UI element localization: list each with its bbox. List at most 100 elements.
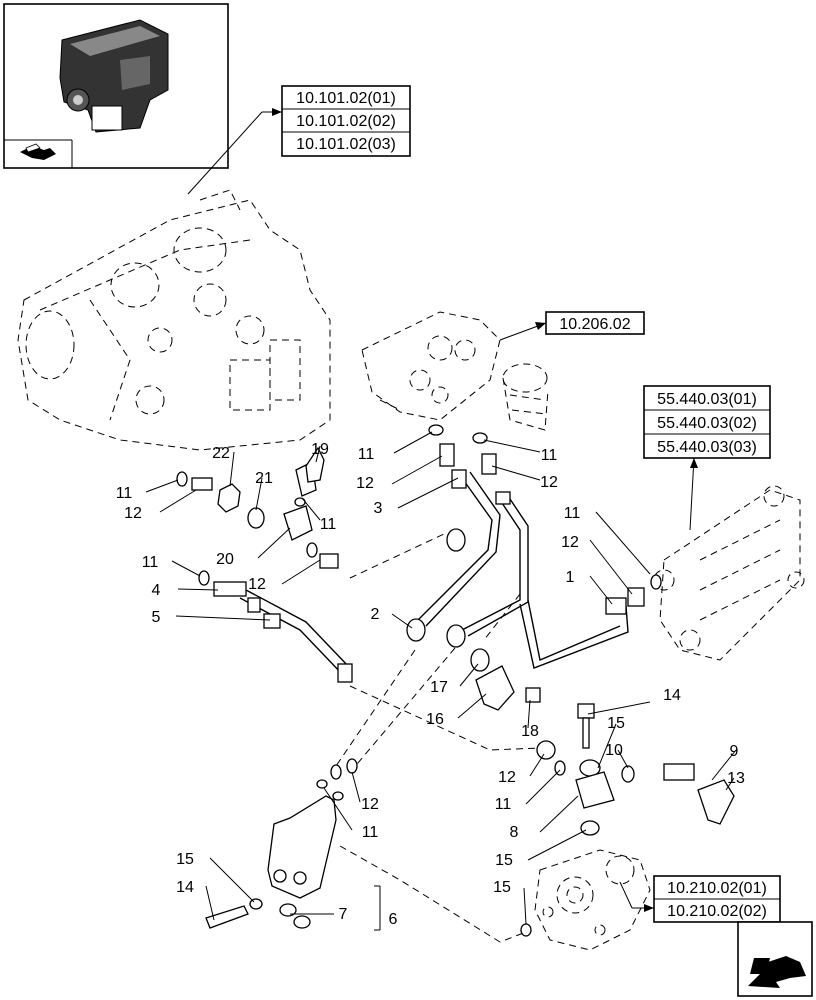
callout-17: 17 (430, 679, 448, 696)
ref-engine-block-2[interactable]: 10.101.02(02) (296, 113, 396, 130)
callout-12: 12 (356, 475, 374, 492)
bracket-6-7 (374, 885, 381, 931)
leader-line-11 (301, 497, 321, 521)
leader-line-11 (525, 769, 561, 805)
leader-line-14 (587, 701, 651, 715)
ref-exchanger-1[interactable]: 55.440.03(01) (657, 391, 757, 408)
leader-line-12 (159, 489, 197, 513)
callout-7: 7 (339, 906, 348, 923)
leader-line-12 (351, 771, 361, 803)
callout-2: 2 (371, 606, 380, 623)
callout-15: 15 (176, 851, 194, 868)
leader-line-11 (145, 479, 179, 493)
callout-12: 12 (124, 505, 142, 522)
leader-line-16 (457, 693, 487, 719)
callout-12: 12 (361, 796, 379, 813)
leader-line-18 (527, 699, 531, 729)
callout-6: 6 (389, 911, 398, 928)
leader-line-5 (175, 615, 271, 621)
leader-line-12 (391, 455, 443, 485)
leader-line-4 (177, 588, 219, 591)
ref-engine-block-1[interactable]: 10.101.02(01) (296, 90, 396, 107)
leader-line-12 (281, 559, 321, 585)
leader-line-9 (711, 749, 737, 781)
callout-16: 16 (426, 711, 444, 728)
leader-line-13 (725, 777, 735, 791)
callout-3: 3 (374, 500, 383, 517)
callout-8: 8 (510, 824, 519, 841)
callout-leaders (145, 431, 737, 925)
callout-11: 11 (142, 554, 159, 571)
filter-head-outline (361, 311, 549, 431)
callout-11: 11 (320, 516, 337, 533)
pump-ref-group: 10.210.02(01) 10.210.02(02) (619, 875, 781, 923)
ref-exchanger-2[interactable]: 55.440.03(02) (657, 415, 757, 432)
callout-12: 12 (248, 576, 266, 593)
callout-21: 21 (255, 470, 273, 487)
callout-15: 15 (495, 852, 513, 869)
callout-12: 12 (540, 474, 558, 491)
callout-12: 12 (561, 534, 579, 551)
callout-13: 13 (727, 770, 745, 787)
callout-12: 12 (498, 769, 516, 786)
callout-11: 11 (358, 446, 375, 463)
leader-line-12 (529, 753, 545, 777)
leader-line-1 (589, 575, 613, 605)
leader-line-11 (393, 431, 433, 454)
callout-11: 11 (116, 485, 133, 502)
leader-line-12 (589, 539, 633, 595)
leader-line-11 (323, 787, 353, 831)
callout-4: 4 (152, 582, 161, 599)
leader-line-17 (459, 663, 479, 687)
callout-15: 15 (607, 715, 625, 732)
callout-22: 22 (212, 445, 230, 462)
nav-arrow-icon[interactable] (20, 143, 56, 160)
leader-line-10 (617, 749, 629, 769)
callout-11: 11 (564, 505, 581, 522)
heat-exchanger-outline (653, 485, 805, 661)
callout-11: 11 (362, 824, 379, 841)
engine-block-outline (17, 189, 331, 451)
engine-thumbnail-icon (59, 19, 169, 133)
oil-pump-outline (534, 849, 651, 951)
callout-19: 19 (311, 441, 329, 458)
filter-ref-group: 10.206.02 (499, 311, 645, 341)
leader-line-20 (257, 527, 291, 559)
callout-14: 14 (663, 687, 681, 704)
callout-15: 15 (493, 879, 511, 896)
leader-line-15 (597, 723, 617, 769)
exchanger-ref-group: 55.440.03(01) 55.440.03(02) 55.440.03(03… (643, 385, 771, 531)
callout-1: 1 (566, 569, 575, 586)
leader-line-14 (205, 885, 215, 921)
ref-pump-2[interactable]: 10.210.02(02) (667, 903, 767, 920)
engine-block-ref-group: 10.101.02(01) 10.101.02(02) 10.101.02(03… (187, 85, 411, 195)
leader-line-15 (209, 857, 255, 903)
leader-line-3 (397, 477, 459, 509)
callout-5: 5 (152, 609, 161, 626)
leader-line-15 (523, 887, 527, 925)
engine-thumbnail (3, 3, 229, 169)
ref-exchanger-3[interactable]: 55.440.03(03) (657, 439, 757, 456)
ref-engine-block-3[interactable]: 10.101.02(03) (296, 136, 396, 153)
callout-20: 20 (216, 551, 234, 568)
callout-9: 9 (730, 743, 739, 760)
leader-line-15 (527, 829, 587, 861)
callout-18: 18 (521, 723, 539, 740)
leader-line-22 (229, 451, 235, 487)
next-page-arrow-icon[interactable] (737, 921, 813, 997)
leader-line-12 (491, 465, 541, 481)
ref-pump-1[interactable]: 10.210.02(01) (667, 880, 767, 897)
fittings (176, 424, 735, 937)
callout-10: 10 (605, 742, 623, 759)
callout-11: 11 (495, 796, 512, 813)
callout-14: 14 (176, 879, 194, 896)
ref-filter[interactable]: 10.206.02 (559, 316, 630, 333)
leader-line-21 (255, 477, 263, 511)
leader-line-2 (391, 613, 413, 629)
leader-line-11 (595, 511, 651, 575)
leader-line-11 (171, 560, 201, 577)
callout-11: 11 (541, 447, 558, 464)
